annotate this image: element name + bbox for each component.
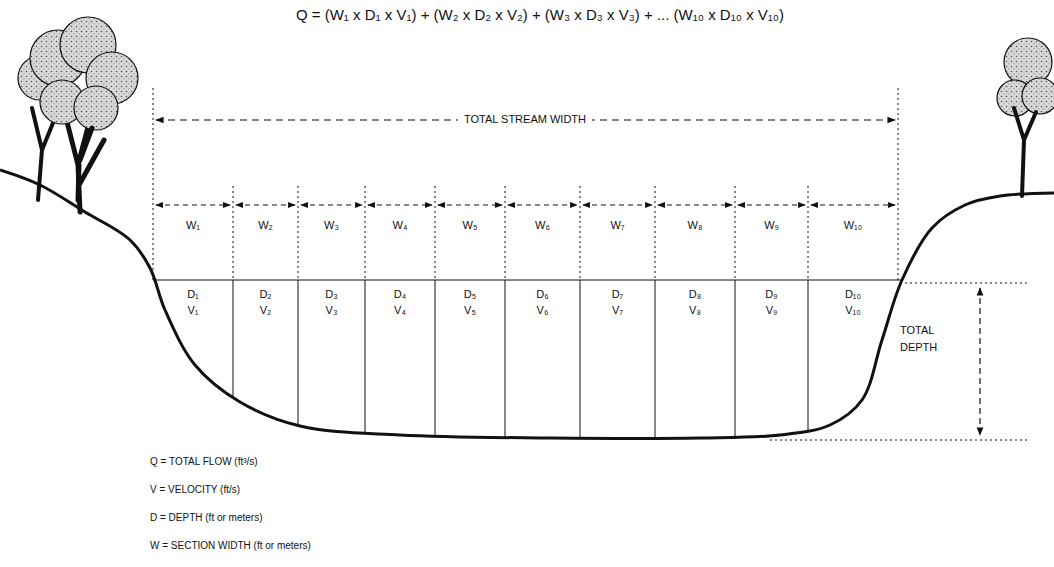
water-surface (153, 280, 902, 281)
section-depth: D₄ (394, 287, 406, 303)
total-depth-arrow (979, 288, 980, 435)
section-width-label: W₄ (393, 219, 408, 232)
section-velocity: V₇ (612, 303, 623, 319)
section-divider (580, 280, 581, 470)
section-depth: D₇ (612, 287, 624, 303)
section-divider (298, 280, 299, 470)
definition-note: W = SECTION WIDTH (ft or meters) (150, 540, 311, 552)
section-divider (655, 280, 656, 470)
width-separators (233, 186, 808, 280)
section-width-arrow (658, 204, 732, 205)
section-divider (233, 280, 234, 470)
width-arrows (156, 205, 895, 206)
section-depth: D₁₀ (845, 287, 861, 303)
section-divider (505, 280, 506, 470)
definition-note: D = DEPTH (ft or meters) (150, 512, 263, 524)
section-velocity: V₉ (766, 303, 778, 319)
section-width-label: W₆ (535, 219, 550, 232)
section-depth: D₅ (464, 287, 476, 303)
stream-section: D₄V₄ (365, 287, 435, 319)
section-velocity: V₂ (260, 303, 272, 319)
depth-extent-line (905, 283, 1028, 284)
section-width-arrow (236, 204, 295, 205)
section-separator (435, 186, 436, 280)
section-width-arrow (368, 204, 432, 205)
flow-formula: Q = (W₁ x D₁ x V₁) + (W₂ x D₂ x V₂) + (W… (296, 6, 784, 24)
section-divider (808, 280, 809, 470)
section-depth: D₁ (187, 287, 199, 303)
section-separator (505, 186, 506, 280)
section-width-arrow (583, 204, 652, 205)
stream-section: D₉V₉ (735, 287, 808, 319)
stream-section: D₂V₂ (233, 287, 298, 319)
right-tree (997, 38, 1054, 196)
section-width-arrow (156, 204, 230, 205)
width-extent-line (898, 88, 899, 280)
section-width-label: W₁₀ (844, 219, 863, 232)
section-depth: D₂ (259, 287, 271, 303)
section-width-arrow (738, 204, 805, 205)
section-width-arrow (508, 204, 577, 205)
section-separator (233, 186, 234, 280)
section-width-label: W₃ (324, 219, 339, 232)
section-velocity: V₈ (689, 303, 701, 319)
section-velocity: V₁ (187, 303, 198, 319)
section-width-label: W₈ (688, 219, 703, 232)
definition-note: V = VELOCITY (ft/s) (150, 484, 240, 496)
section-width-label: W₂ (258, 219, 273, 232)
stream-section: D₁V₁ (153, 287, 233, 319)
section-separator (298, 186, 299, 280)
section-width-label: W₇ (610, 219, 624, 232)
section-width-arrow (811, 204, 895, 205)
section-velocity: V₁₀ (845, 303, 861, 319)
depth-extent-line (770, 440, 1028, 441)
section-velocity: V₄ (394, 303, 406, 319)
section-width-arrow (301, 204, 362, 205)
stream-section: D₈V₈ (655, 287, 735, 319)
section-divider (435, 280, 436, 470)
stream-section: D₃V₃ (298, 287, 365, 319)
section-velocity: V₃ (326, 303, 338, 319)
section-separator (365, 186, 366, 280)
stream-section: D₁₀V₁₀ (808, 287, 898, 319)
definition-note: Q = TOTAL FLOW (ft³/s) (150, 456, 258, 468)
stream-section: D₇V₇ (580, 287, 655, 319)
section-depth: D₉ (765, 287, 777, 303)
section-depth: D₈ (689, 287, 702, 303)
stream-bank (0, 170, 1054, 438)
section-divider (365, 280, 366, 470)
section-divider (735, 280, 736, 470)
stream-section: D₅V₅ (435, 287, 505, 319)
total-depth-label: TOTAL DEPTH (900, 322, 950, 355)
stream-section: D₆V₆ (505, 287, 580, 319)
section-separator (808, 186, 809, 280)
section-velocity: V₅ (464, 303, 476, 319)
section-separator (735, 186, 736, 280)
total-width-label: TOTAL STREAM WIDTH (458, 113, 592, 126)
section-separator (655, 186, 656, 280)
section-depth: D₃ (325, 287, 337, 303)
section-width-label: W₅ (463, 219, 478, 232)
section-width-label: W₉ (764, 219, 779, 232)
section-dividers (233, 280, 808, 470)
section-width-label: W₁ (186, 219, 200, 232)
width-extent-line (153, 88, 154, 280)
section-width-arrow (438, 204, 502, 205)
section-depth: D₆ (536, 287, 548, 303)
section-separator (580, 186, 581, 280)
section-velocity: V₆ (537, 303, 549, 319)
